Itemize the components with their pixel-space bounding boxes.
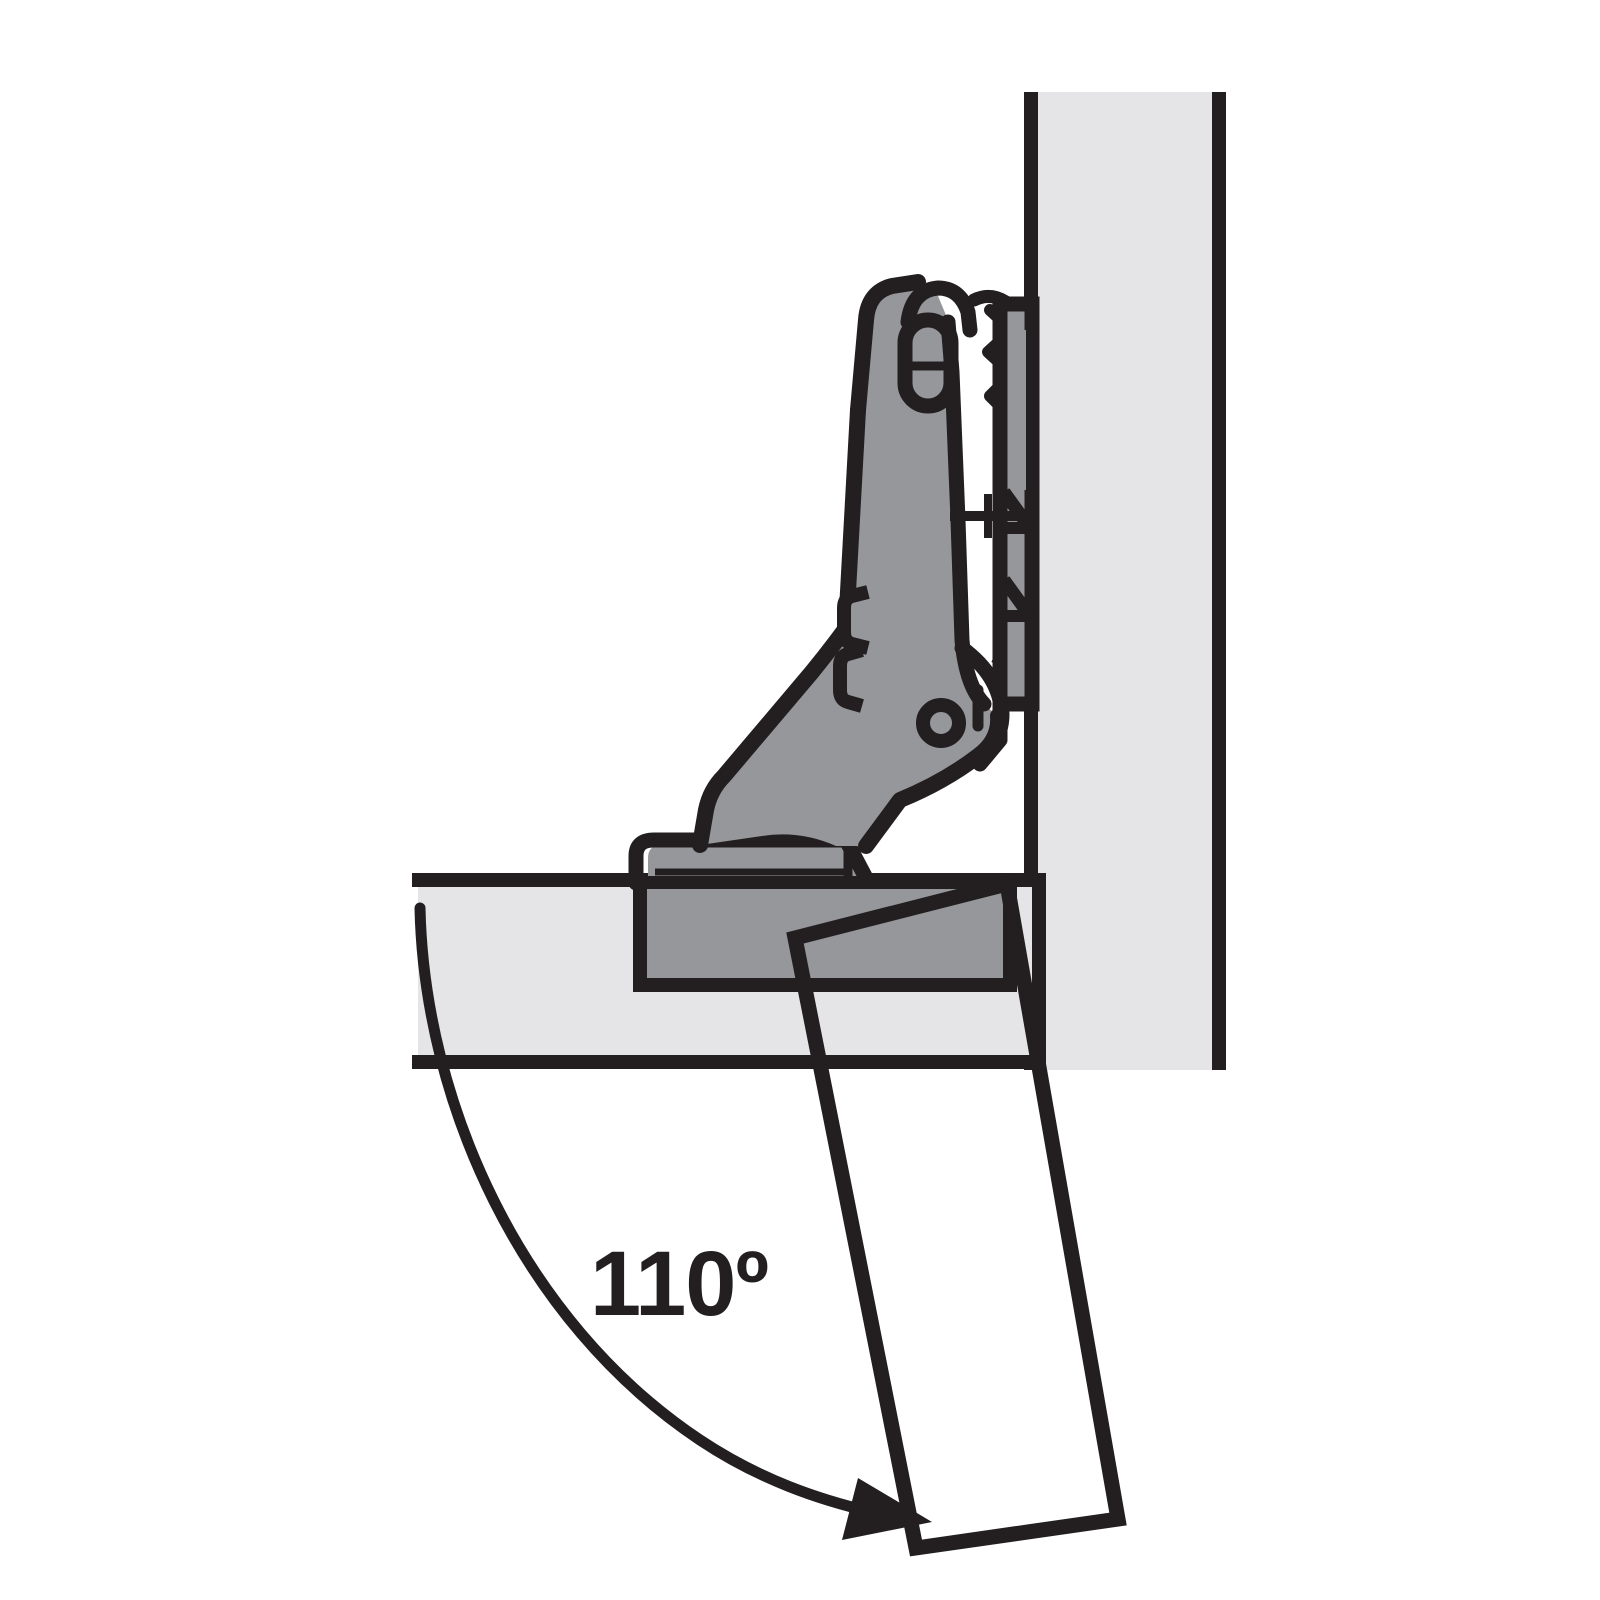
door-panel-open bbox=[786, 874, 1127, 1557]
cabinet-side-panel bbox=[1024, 92, 1226, 1070]
hinge-cup bbox=[628, 832, 1017, 992]
arrow-head-icon bbox=[842, 1478, 932, 1540]
hinge-side-tabs bbox=[833, 585, 870, 713]
mounting-plate bbox=[950, 296, 1040, 772]
pivot-pin-icon bbox=[916, 698, 966, 748]
hinge-cam-slot bbox=[897, 280, 978, 414]
hinge-arm bbox=[692, 274, 1018, 854]
swing-arc bbox=[414, 902, 932, 1540]
angle-label: 110º bbox=[590, 1233, 769, 1335]
